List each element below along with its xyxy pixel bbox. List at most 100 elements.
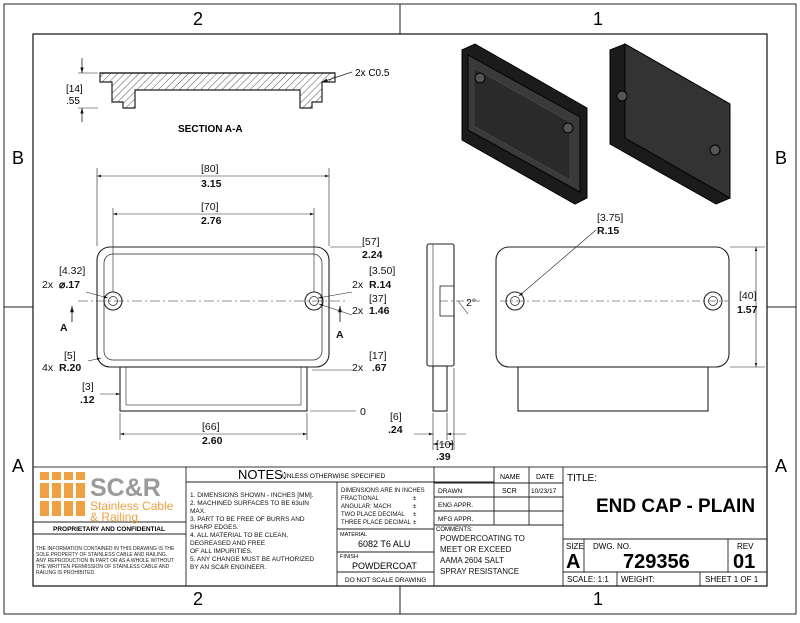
hole-spacing-mm: [70] bbox=[201, 201, 219, 213]
section-height-in: .55 bbox=[66, 96, 80, 107]
radius-qty: 2x bbox=[352, 279, 364, 291]
disclaimer-line: THE INFORMATION CONTAINED IN THIS DRAWIN… bbox=[36, 546, 175, 552]
do-not-scale: DO NOT SCALE DRAWING bbox=[345, 577, 426, 584]
isometric-view-left bbox=[461, 43, 588, 205]
back-height-mm: [40] bbox=[739, 290, 757, 302]
corner-mm: [5] bbox=[64, 350, 76, 362]
drawn-date: 10/23/17 bbox=[531, 488, 557, 495]
note-line: SHARP EDGES. bbox=[190, 524, 239, 531]
hole-height-in: 1.46 bbox=[369, 305, 390, 317]
back-radius-mm: [3.75] bbox=[597, 212, 623, 224]
zone-row-a-left: A bbox=[12, 456, 24, 476]
base-width-in: 2.60 bbox=[202, 435, 223, 447]
chamfer-callout: 2x C0.5 bbox=[355, 68, 390, 79]
isometric-view-right bbox=[609, 43, 731, 205]
wall-mm: [3] bbox=[82, 381, 94, 393]
comments: POWDERCOATING TO MEET OR EXCEED AAMA 260… bbox=[440, 534, 525, 576]
tolerance-line: DIMENSIONS ARE IN INCHES bbox=[341, 488, 425, 494]
note-line: OF ALL IMPURITIES. bbox=[190, 548, 253, 555]
tolerance-mark: ± bbox=[413, 504, 417, 510]
back-view bbox=[495, 229, 765, 412]
size-value: A bbox=[566, 551, 580, 573]
zone-labels: 2 1 2 1 B B A A bbox=[12, 9, 787, 609]
mfg-approval-label: MFG APPR. bbox=[438, 516, 474, 523]
lower-mm: [17] bbox=[369, 350, 387, 362]
note-line: MAX. bbox=[190, 508, 206, 515]
front-view-dims bbox=[85, 168, 362, 440]
drawing-title: END CAP - PLAIN bbox=[596, 496, 755, 517]
tolerance-mark: ± bbox=[413, 496, 417, 502]
corner-qty: 4x bbox=[42, 362, 54, 374]
note-line: 1. DIMENSIONS SHOWN - INCHES [MM]. bbox=[190, 492, 314, 499]
depth-in: .24 bbox=[388, 424, 403, 436]
height-mm: [57] bbox=[362, 236, 380, 248]
scale-value: SCALE: 1:1 bbox=[567, 575, 609, 584]
size-label: SIZE bbox=[566, 542, 584, 551]
front-view bbox=[70, 246, 348, 412]
draft-angle: 2° bbox=[466, 297, 476, 309]
note-line: 3. PART TO BE FREE OF BURRS AND bbox=[190, 516, 305, 523]
tolerance-mark: ± bbox=[413, 520, 417, 526]
cut-a-left: A bbox=[60, 322, 68, 334]
notes-sub: UNLESS OTHERWISE SPECIFIED bbox=[282, 473, 385, 480]
tolerance-line: TWO PLACE DECIMAL bbox=[341, 512, 405, 518]
side-view-labels: 2° [6] .24 [10] .39 bbox=[388, 297, 476, 463]
overall-width-mm: [80] bbox=[201, 163, 219, 175]
rev-value: 01 bbox=[733, 551, 755, 573]
zero-line: 0 bbox=[360, 406, 366, 418]
zone-col-2-bottom: 2 bbox=[193, 589, 203, 609]
title-block: SC&R Stainless Cable & Railing PROPRIETA… bbox=[32, 466, 768, 587]
note-line: 2. MACHINED SURFACES TO BE 63uIN bbox=[190, 500, 309, 507]
base-width-mm: [66] bbox=[202, 421, 220, 433]
zone-row-b-right: B bbox=[775, 148, 787, 168]
back-radius-in: R.15 bbox=[597, 225, 619, 237]
hole-height-qty: 2x bbox=[352, 305, 364, 317]
side-view bbox=[414, 243, 482, 450]
zone-col-2-top: 2 bbox=[193, 9, 203, 29]
hole-dia-qty: 2x bbox=[42, 279, 54, 291]
note-line: 5. ANY CHANGE MUST BE AUTHORIZED bbox=[190, 556, 314, 563]
section-view: [14] .55 2x C0.5 SECTION A-A bbox=[66, 58, 390, 135]
dwg-no-value: 729356 bbox=[623, 551, 690, 573]
material-label: MATERIAL bbox=[340, 532, 367, 538]
logo-line1: Stainless Cable bbox=[90, 499, 174, 513]
comment-line: MEET OR EXCEED bbox=[440, 545, 512, 554]
notes-list: 1. DIMENSIONS SHOWN - INCHES [MM]. 2. MA… bbox=[190, 492, 314, 571]
rev-label: REV bbox=[737, 542, 754, 551]
logo-text: SC&R bbox=[90, 474, 161, 502]
comment-line: POWDERCOATING TO bbox=[440, 534, 525, 543]
disclaimer-line: THE WRITTEN PERMISSION OF STAINLESS CABL… bbox=[36, 564, 170, 570]
disclaimer-line: ANY REPRODUCTION IN PART OR AS A WHOLE W… bbox=[36, 558, 174, 564]
note-line: BY AN SC&R ENGINEER. bbox=[190, 564, 267, 571]
finish-label: FINISH bbox=[340, 554, 358, 560]
disclaimer-line: SOLE PROPERTY OF STAINLESS CABLE AND RAI… bbox=[36, 552, 167, 558]
title-label: TITLE: bbox=[567, 473, 597, 484]
zone-row-b-left: B bbox=[12, 148, 24, 168]
depth-mm: [6] bbox=[390, 411, 402, 423]
thick-in: .39 bbox=[436, 451, 451, 463]
sheet-value: SHEET 1 OF 1 bbox=[705, 575, 759, 584]
zone-row-a-right: A bbox=[775, 456, 787, 476]
hole-height-mm: [37] bbox=[369, 293, 387, 305]
date-header: DATE bbox=[536, 474, 554, 481]
hole-spacing-in: 2.76 bbox=[201, 215, 222, 227]
wall-in: .12 bbox=[80, 394, 95, 406]
disclaimer: THE INFORMATION CONTAINED IN THIS DRAWIN… bbox=[36, 546, 175, 576]
notes-label: NOTES: bbox=[238, 467, 286, 482]
lower-in: .67 bbox=[372, 362, 387, 374]
material-value: 6082 T6 ALU bbox=[358, 539, 410, 549]
back-view-labels: [3.75] R.15 [40] 1.57 bbox=[597, 212, 758, 316]
company-logo: SC&R Stainless Cable & Railing bbox=[40, 472, 174, 524]
back-height-in: 1.57 bbox=[737, 304, 758, 316]
tolerance-line: THREE PLACE DECIMAL bbox=[341, 520, 412, 526]
tolerance-line: FRACTIONAL bbox=[341, 496, 380, 502]
logo-line2: & Railing bbox=[90, 510, 138, 524]
name-header: NAME bbox=[500, 474, 521, 481]
height-in: 2.24 bbox=[362, 249, 383, 261]
note-line: 4. ALL MATERIAL TO BE CLEAN, bbox=[190, 532, 288, 539]
drawn-label: DRAWN bbox=[438, 488, 463, 495]
comment-line: SPRAY RESISTANCE bbox=[440, 567, 519, 576]
proprietary-label: PROPRIETARY AND CONFIDENTIAL bbox=[53, 526, 165, 533]
comments-label: COMMENTS: bbox=[436, 527, 473, 533]
eng-approval-label: ENG APPR. bbox=[438, 502, 473, 509]
